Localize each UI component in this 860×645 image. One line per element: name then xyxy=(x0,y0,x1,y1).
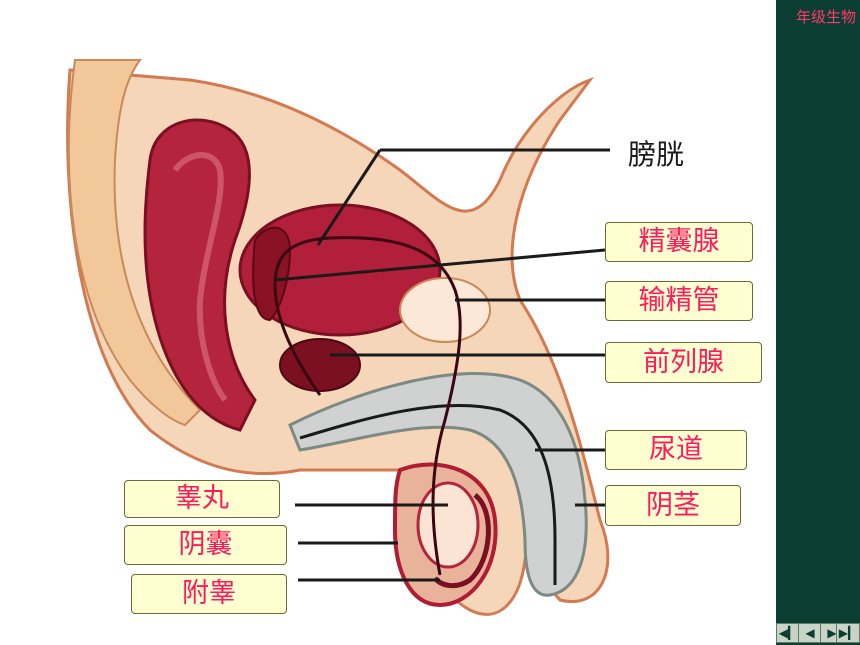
rectum xyxy=(143,118,257,432)
nav-first-button[interactable]: ◀▎ xyxy=(776,623,800,643)
sacrum xyxy=(67,59,202,427)
rectum-highlight xyxy=(172,152,228,402)
label-bladder: 膀胱 xyxy=(628,138,685,171)
course-label: 年级生物 xyxy=(795,8,856,26)
anatomy-illustration xyxy=(66,59,610,616)
prev-icon: ◀ xyxy=(805,626,815,640)
label-vas-deferens: 输精管 xyxy=(605,281,753,321)
nav-last-button[interactable]: ▶▎ xyxy=(836,623,860,643)
epididymis xyxy=(432,493,491,589)
urethra xyxy=(299,403,557,585)
first-icon: ◀▎ xyxy=(778,626,798,640)
next-icon: ▶ xyxy=(827,626,837,640)
leader-seminal-vesicle xyxy=(274,248,606,282)
nav-prev-button[interactable]: ◀ xyxy=(798,623,822,643)
prostate xyxy=(279,338,361,392)
testis xyxy=(416,481,480,569)
seminal-vesicle xyxy=(252,226,292,322)
slide-canvas: 膀胱 精囊腺 输精管 前列腺 尿道 阴茎 睾丸 阴囊 附睾 xyxy=(66,59,762,616)
label-prostate: 前列腺 xyxy=(605,342,762,383)
last-icon: ▶▎ xyxy=(838,626,858,640)
label-urethra: 尿道 xyxy=(605,430,747,470)
bladder xyxy=(238,203,442,337)
slide-sidebar: 年级生物 ◀▎ ◀ ▶ ▶▎ xyxy=(776,0,860,645)
pubic-bone xyxy=(399,277,491,343)
label-scrotum: 阴囊 xyxy=(124,525,287,565)
penis-shaft xyxy=(288,372,588,597)
label-epididymis: 附睾 xyxy=(131,574,287,614)
label-testis: 睾丸 xyxy=(124,480,280,518)
vas-deferens xyxy=(273,236,462,576)
label-seminal-vesicle: 精囊腺 xyxy=(605,222,753,262)
leader-bladder-diag xyxy=(316,149,382,246)
label-penis: 阴茎 xyxy=(605,485,741,526)
